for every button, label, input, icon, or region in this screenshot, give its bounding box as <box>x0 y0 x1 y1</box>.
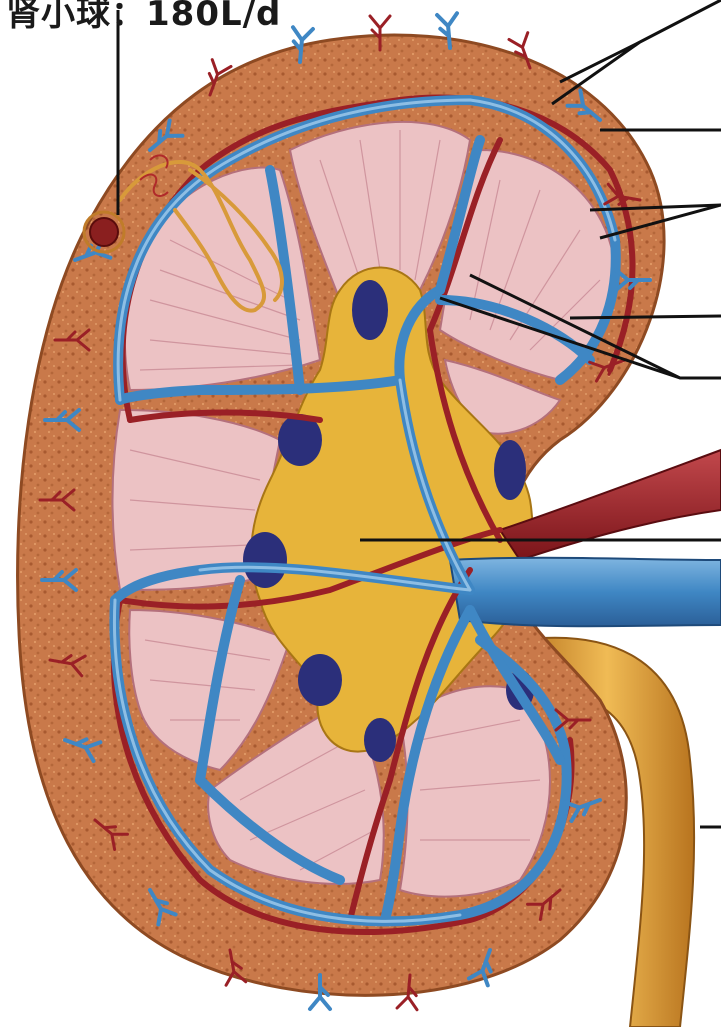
glomerulus-filtration-caption: 肾小球：180L/d <box>6 0 281 35</box>
calyx-opening <box>364 718 396 762</box>
calyx-opening <box>494 440 526 500</box>
renal-vein <box>450 558 721 626</box>
glomerulus <box>90 218 118 246</box>
leader-line-medulla <box>570 316 721 318</box>
calyx-opening <box>352 280 388 340</box>
calyx-opening <box>298 654 342 706</box>
calyx-opening <box>243 532 287 588</box>
